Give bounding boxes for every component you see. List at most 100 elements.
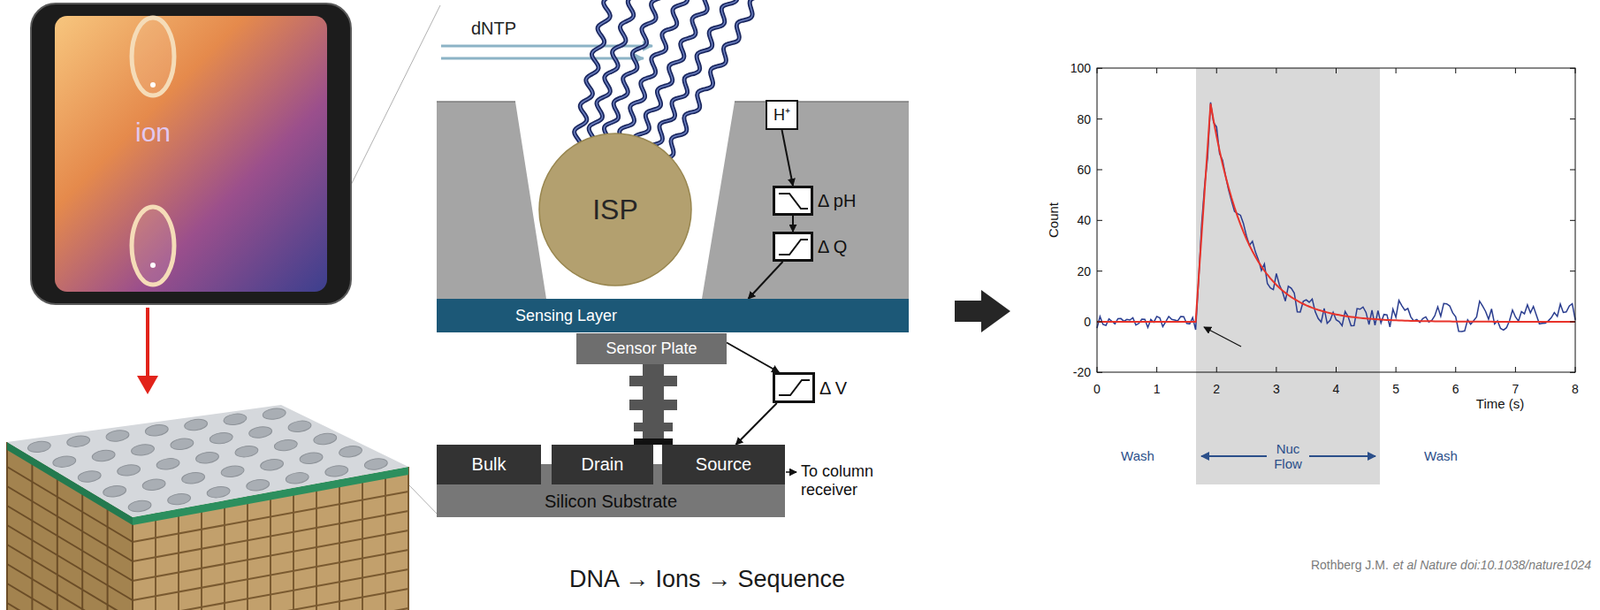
x-tick (1335, 366, 1337, 373)
node-label: Sensor Plate (605, 339, 697, 359)
x-tick (1395, 366, 1397, 373)
interconnect-post (315, 483, 318, 610)
interconnect-post (407, 466, 410, 610)
zoom-arrow-head (137, 375, 159, 395)
signal-arrow (782, 129, 794, 186)
rising-step-icon (778, 239, 808, 255)
node-label: ISP (592, 193, 639, 227)
x-tick (1275, 366, 1277, 373)
sensor-plate: Sensor Plate (576, 333, 727, 365)
microwell (181, 471, 206, 485)
voltage-change-box: Δ V (772, 372, 816, 404)
y-tick (1097, 270, 1103, 272)
interconnect-post (246, 495, 249, 610)
y-tick (1569, 68, 1576, 69)
microwell (205, 485, 230, 499)
y-tick (1097, 321, 1103, 323)
interconnect-post (200, 504, 203, 610)
x-tick (1395, 68, 1397, 74)
node-label: Sensing Layer (515, 306, 618, 326)
phase-label: Nuc Flow (1267, 441, 1309, 473)
x-tick (1515, 68, 1517, 74)
raw-signal (1097, 102, 1576, 332)
node-label: Source (695, 454, 752, 475)
interconnect-post (338, 479, 341, 610)
chip-port (131, 17, 175, 96)
charge-change-box: Δ Q (772, 231, 814, 262)
nucleotide-label: dNTP (471, 18, 517, 39)
microwell (155, 457, 180, 471)
dna-strand-highlight (647, 0, 739, 147)
microwell (248, 425, 273, 439)
gate-contact (633, 438, 673, 445)
icon-ground (774, 187, 812, 214)
x-tick (1216, 68, 1218, 74)
wafer-illustration (7, 404, 409, 610)
chip-port-hole (150, 82, 156, 88)
x-tick-label: 3 (1272, 381, 1280, 397)
bead-circle (539, 133, 692, 286)
y-tick (1569, 270, 1576, 272)
via-tab (629, 399, 678, 411)
microwell (52, 454, 77, 468)
interconnect-line (7, 525, 133, 601)
flow-band (1196, 68, 1380, 485)
microwell (77, 469, 102, 483)
interconnect-post (6, 441, 8, 610)
citation-author: Rothberg J.M. (1310, 557, 1389, 572)
process-caption: DNA → Ions → Sequence (569, 565, 846, 594)
falling-step-icon (778, 193, 808, 209)
microwell (167, 492, 191, 506)
microwell (195, 450, 220, 465)
drain-terminal: Drain (551, 444, 654, 485)
y-tick (1569, 220, 1576, 221)
source-terminal: Source (662, 444, 785, 485)
chip-die (54, 15, 328, 292)
isp-bead: ISP (538, 132, 693, 287)
microwell (127, 499, 152, 513)
microwell (285, 471, 310, 485)
dna-strand (647, 0, 739, 147)
x-tick (1335, 68, 1337, 74)
y-tick-label: 0 (1083, 314, 1091, 329)
axis-ticks (1097, 68, 1576, 373)
chip-port (131, 206, 175, 285)
microwell (183, 418, 208, 432)
signal-arrow (792, 215, 794, 232)
signal-arrow (726, 342, 779, 374)
microwell (274, 438, 298, 452)
well-edge (436, 100, 516, 103)
microwell (262, 406, 287, 420)
quantity-label: Δ V (819, 377, 847, 398)
x-tick-label: 1 (1153, 381, 1161, 397)
node-label: Drain (581, 454, 625, 475)
sensing-layer: Sensing Layer (436, 298, 909, 333)
y-tick-label: 80 (1076, 112, 1091, 127)
microwell (66, 434, 91, 448)
x-tick (1455, 68, 1456, 74)
via-tab (633, 422, 673, 432)
signal-plot (1097, 102, 1576, 332)
quantity-label: Δ Q (817, 236, 847, 258)
microwell (222, 412, 247, 427)
onset-pointer (1203, 327, 1242, 347)
x-tick-label: 0 (1093, 381, 1101, 397)
microwell (27, 440, 52, 454)
x-tick-label: 2 (1212, 381, 1220, 397)
microwell (298, 451, 323, 465)
interconnect-post (131, 517, 134, 610)
microwell (364, 457, 389, 471)
y-tick (1569, 118, 1576, 120)
x-tick-label: 7 (1511, 381, 1519, 397)
y-tick-label: 100 (1070, 60, 1091, 76)
wafer-top (7, 404, 409, 518)
microwell (169, 437, 194, 451)
citation-source: et al Nature doi:10.1038/nature1024 (1393, 557, 1592, 572)
phase-label: Wash (1424, 448, 1458, 464)
proton-box: H⁺ (765, 99, 799, 130)
result-arrow (954, 289, 1011, 333)
interconnect-line (7, 544, 133, 610)
zoom-line (408, 484, 441, 518)
x-tick (1156, 366, 1158, 373)
y-tick-label: 40 (1076, 213, 1091, 228)
